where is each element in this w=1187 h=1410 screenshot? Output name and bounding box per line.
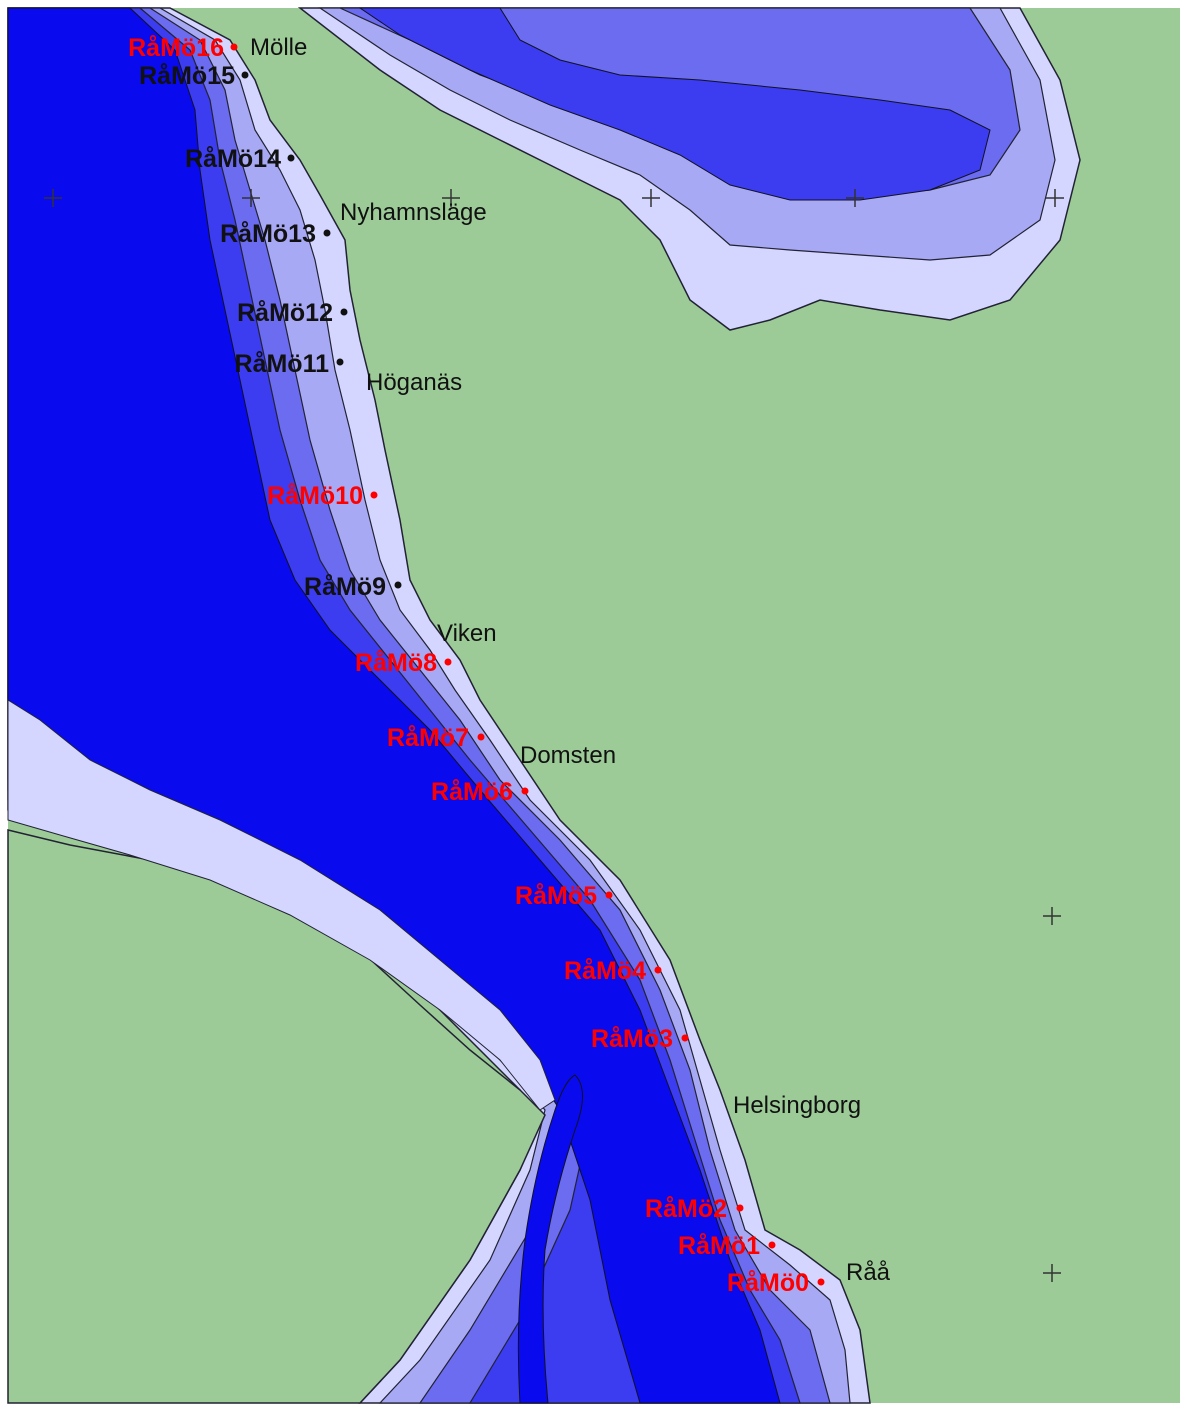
station-15: RåMö15 — [139, 62, 249, 90]
sea-west — [7, 7, 871, 1404]
station-label: RåMö13 — [220, 220, 316, 248]
land-west — [7, 699, 556, 1404]
station-label: RåMö1 — [678, 1232, 760, 1260]
station-label: RåMö9 — [304, 573, 386, 601]
station-8: RåMö8 — [355, 649, 452, 677]
station-dot — [287, 154, 295, 162]
station-dot — [681, 1034, 689, 1042]
station-dot — [241, 71, 249, 79]
station-label: RåMö16 — [128, 34, 224, 62]
grid-cross — [44, 189, 62, 207]
grid-cross — [1043, 1264, 1061, 1282]
station-dot — [370, 491, 378, 499]
station-label: RåMö10 — [267, 482, 363, 510]
place-molle: Mölle — [250, 34, 307, 61]
station-3: RåMö3 — [591, 1025, 689, 1053]
grid-cross — [1043, 907, 1061, 925]
place-hoganas: Höganäs — [366, 369, 462, 396]
place-labels: Mölle Nyhamnsläge Höganäs Viken Domsten … — [250, 34, 891, 1286]
station-16: RåMö16 — [128, 34, 238, 62]
station-label: RåMö7 — [387, 724, 469, 752]
station-dot — [768, 1241, 776, 1249]
grid-cross — [1046, 189, 1064, 207]
station-label: RåMö14 — [185, 145, 281, 173]
place-raa: Råå — [846, 1259, 891, 1286]
station-7: RåMö7 — [387, 724, 485, 752]
bay-deep — [358, 7, 991, 201]
grid-marks — [44, 189, 1064, 1282]
station-label: RåMö5 — [515, 882, 597, 910]
station-13: RåMö13 — [220, 220, 331, 248]
station-label: RåMö12 — [237, 299, 333, 327]
station-6: RåMö6 — [431, 778, 529, 806]
station-dot — [336, 358, 344, 366]
place-helsingborg: Helsingborg — [733, 1092, 861, 1119]
station-dot — [654, 966, 662, 974]
station-label: RåMö6 — [431, 778, 513, 806]
station-11: RåMö11 — [235, 350, 344, 378]
station-markers: RåMö16 RåMö15 RåMö14 RåMö13 RåMö12 RåMö1… — [128, 34, 825, 1297]
station-label: RåMö3 — [591, 1025, 673, 1053]
station-dot — [521, 787, 529, 795]
station-0: RåMö0 — [727, 1269, 825, 1297]
sea-trench-south — [517, 1074, 583, 1404]
station-dot — [340, 308, 348, 316]
station-1: RåMö1 — [678, 1232, 776, 1260]
station-label: RåMö8 — [355, 649, 437, 677]
west-shoal — [7, 699, 556, 1111]
station-2: RåMö2 — [645, 1195, 744, 1223]
station-dot — [444, 658, 452, 666]
station-label: RåMö15 — [139, 62, 235, 90]
place-domsten: Domsten — [520, 742, 616, 769]
station-label: RåMö2 — [645, 1195, 727, 1223]
station-9: RåMö9 — [304, 573, 402, 601]
station-dot — [605, 891, 613, 899]
grid-cross — [242, 189, 260, 207]
station-dot — [230, 43, 238, 51]
grid-cross — [642, 189, 660, 207]
grid-cross — [442, 189, 460, 207]
station-12: RåMö12 — [237, 299, 348, 327]
station-dot — [817, 1278, 825, 1286]
sea-bay-north — [297, 7, 1081, 331]
station-14: RåMö14 — [185, 145, 295, 173]
station-label: RåMö11 — [235, 350, 330, 378]
place-viken: Viken — [437, 620, 497, 647]
station-dot — [736, 1204, 744, 1212]
station-4: RåMö4 — [564, 957, 662, 985]
station-label: RåMö4 — [564, 957, 646, 985]
place-nyhamnslage: Nyhamnsläge — [340, 199, 487, 226]
station-5: RåMö5 — [515, 882, 613, 910]
station-label: RåMö0 — [727, 1269, 809, 1297]
station-dot — [477, 733, 485, 741]
grid-cross — [846, 189, 864, 207]
station-dot — [394, 581, 402, 589]
station-dot — [323, 229, 331, 237]
station-10: RåMö10 — [267, 482, 378, 510]
